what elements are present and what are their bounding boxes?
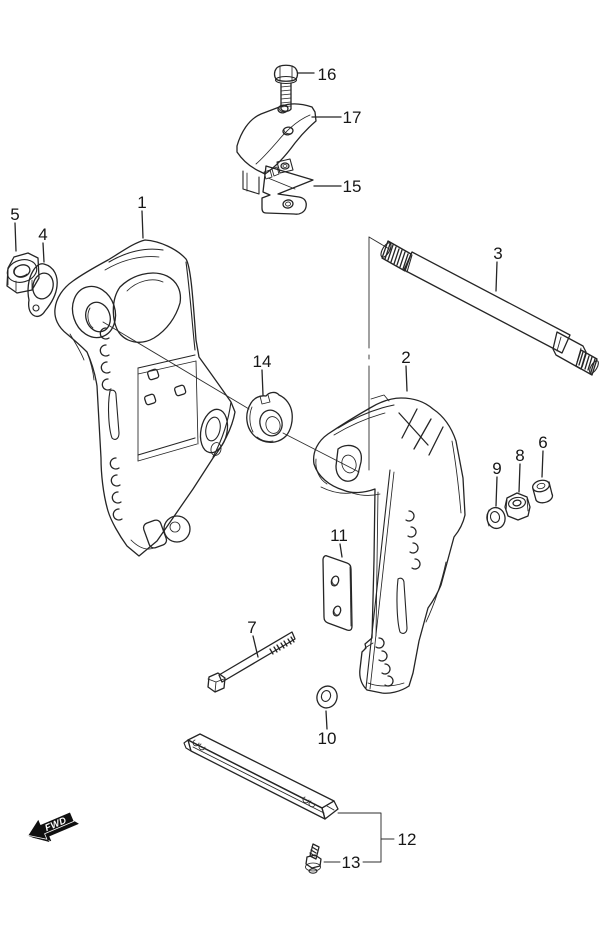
- part-label-5: 5: [10, 205, 19, 224]
- pivot-hole: [85, 301, 111, 333]
- cover-hole: [282, 126, 294, 136]
- washer-9: [486, 506, 506, 530]
- part-label-11: 11: [330, 526, 348, 545]
- bracket-web-lines: [398, 408, 444, 456]
- clamp-shaft-3: [380, 240, 599, 376]
- nut-8: [504, 492, 531, 521]
- bolt-7-threads: [269, 636, 295, 655]
- bolt-7: [207, 631, 296, 693]
- clamp-cover-17: [236, 103, 317, 195]
- plate-11: [322, 555, 353, 632]
- part-label-9: 9: [492, 459, 501, 478]
- part-label-17: 17: [343, 108, 362, 127]
- part-label-6: 6: [538, 433, 547, 452]
- bolt-16-threads: [280, 85, 292, 108]
- part-label-10: 10: [318, 729, 337, 748]
- part-label-15: 15: [343, 177, 362, 196]
- part-label-12: 12: [398, 830, 417, 849]
- bushing-14: [246, 391, 293, 443]
- cover-hole: [277, 104, 289, 114]
- bracket-hole: [174, 384, 187, 397]
- adjust-notches-lower-2: [375, 637, 394, 687]
- clamp-bracket-1: [54, 239, 236, 557]
- anode-plate-12: [183, 733, 339, 820]
- leader-lines: [14, 72, 544, 730]
- shaft-threads-right: [578, 351, 596, 373]
- clamp-screw-boss: [163, 515, 191, 543]
- plate-washer-4: [27, 263, 58, 318]
- bracket-hole: [144, 393, 157, 406]
- part-label-8: 8: [515, 446, 524, 465]
- fwd-arrow: FWD: [27, 811, 79, 842]
- part-label-14: 14: [253, 352, 272, 371]
- group-12-bracket: [323, 812, 395, 863]
- clamp-pad-boss: [199, 408, 229, 454]
- bolt-13: [305, 843, 322, 874]
- pivot-opening: [335, 444, 363, 482]
- part-labels: 1 2 3 4 5 6 7 8 9 10 11 12 13 14 15 16 1…: [10, 65, 547, 872]
- part-label-4: 4: [38, 225, 47, 244]
- bolt-16: [273, 64, 299, 112]
- adjust-notches-upper-2: [405, 510, 421, 570]
- part-label-1: 1: [137, 193, 146, 212]
- part-label-3: 3: [493, 244, 502, 263]
- part-label-7: 7: [247, 618, 256, 637]
- part-label-2: 2: [401, 348, 410, 367]
- plate-hole: [282, 199, 294, 209]
- adjust-notches-upper: [99, 327, 112, 391]
- part-label-16: 16: [318, 65, 337, 84]
- bracket-hole: [147, 368, 160, 381]
- assembly-centerlines: [102, 236, 392, 473]
- stopper-plate-15: [261, 158, 314, 215]
- shaft-threads-left: [384, 243, 409, 270]
- nut-5: [6, 252, 40, 294]
- part-label-13: 13: [342, 853, 361, 872]
- spacer-6: [531, 479, 554, 504]
- clamp-bracket-2: [312, 394, 466, 694]
- adjust-notches-lower: [109, 457, 123, 521]
- washer-10: [316, 685, 338, 709]
- clamp-screw-pad: [142, 519, 168, 549]
